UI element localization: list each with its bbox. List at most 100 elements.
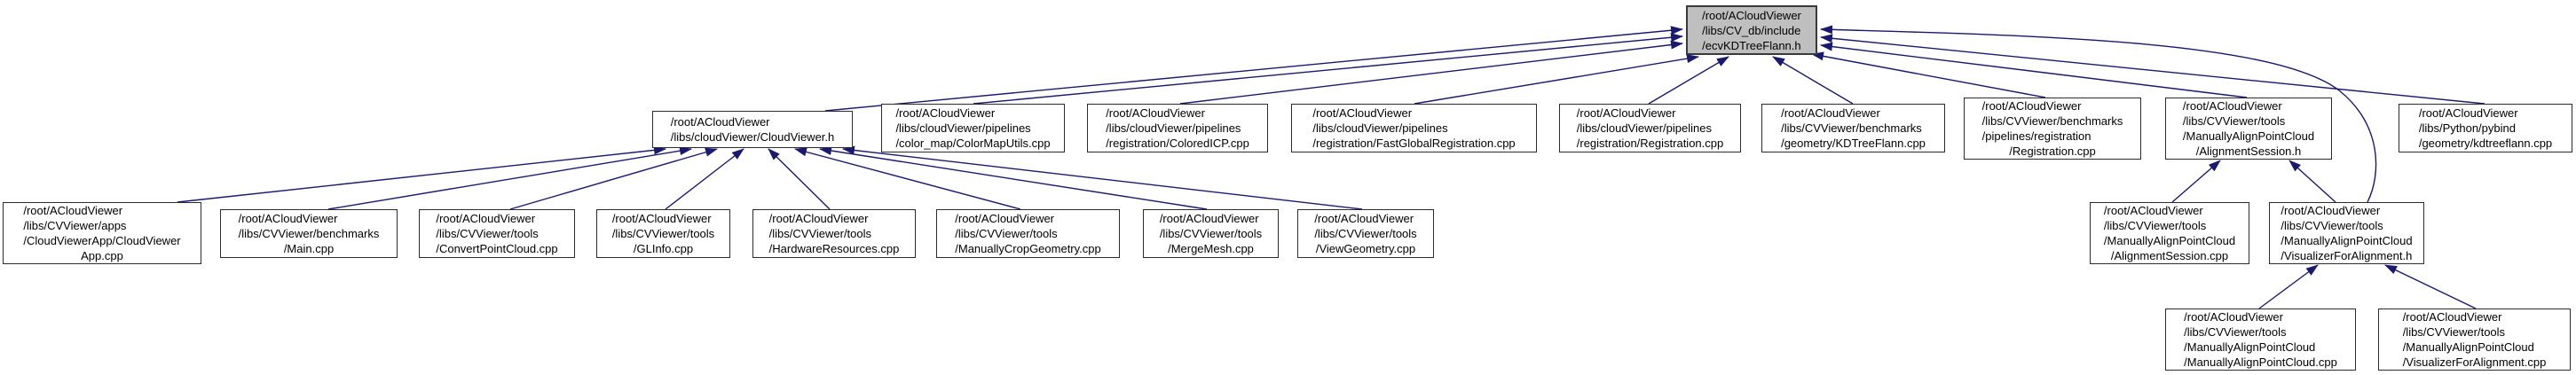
edge-convertpointcloud-cpp--cloudviewer-h — [509, 147, 718, 210]
node-label-line: /ManuallyCropGeometry.cpp — [955, 242, 1101, 255]
node-label-line: /root/ACloudViewer — [1781, 106, 1880, 120]
node-label-line: App.cpp — [81, 249, 123, 262]
node-label-line: /GLInfo.cpp — [633, 242, 694, 255]
node-label-line: /root/ACloudViewer — [2182, 99, 2282, 113]
node-label-line: /libs/CVViewer/apps — [23, 219, 127, 232]
node-label-line: /libs/CVViewer/benchmarks — [238, 227, 380, 240]
node-label-line: /VisualizerForAlignment.cpp — [2402, 355, 2547, 369]
node-label-line: /libs/cloudViewer/CloudViewer.h — [670, 130, 835, 144]
edge-visualizerforalignment-h--ecvkdtreeflann-h — [1820, 25, 2377, 203]
edge-kdtreeflann-cpp-benchmarks--ecvkdtreeflann-h — [1772, 56, 1854, 105]
edge-visualizerforalignment-cpp--visualizerforalignment-h — [2384, 264, 2477, 309]
node-label-line: /libs/cloudViewer/pipelines — [1312, 121, 1448, 135]
node-label-line: /root/ACloudViewer — [1159, 212, 1259, 225]
node-label-line: /root/ACloudViewer — [2418, 106, 2518, 120]
graph-node-hardwareresources-cpp[interactable]: /root/ACloudViewer/libs/CVViewer/tools/H… — [752, 209, 916, 258]
node-label-line: /ManuallyAlignPointCloud — [2402, 340, 2534, 354]
node-label-line: /root/ACloudViewer — [436, 212, 536, 225]
graph-node-cloudviewerapp-cpp[interactable]: /root/ACloudViewer/libs/CVViewer/apps/Cl… — [3, 202, 201, 264]
node-label: /root/ACloudViewer/libs/cloudViewer/pipe… — [1577, 105, 1723, 151]
graph-node-manuallyalignpointcloud-cpp[interactable]: /root/ACloudViewer/libs/CVViewer/tools/M… — [2165, 309, 2356, 371]
node-label: /root/ACloudViewer/libs/cloudViewer/Clou… — [671, 114, 835, 145]
graph-node-pybind-kdtreeflann-cpp[interactable]: /root/ACloudViewer/libs/Python/pybind/ge… — [2399, 104, 2572, 152]
node-label-line: /libs/CV_db/include — [1702, 23, 1801, 37]
graph-node-visualizerforalignment-cpp[interactable]: /root/ACloudViewer/libs/CVViewer/tools/M… — [2378, 309, 2571, 371]
node-label-line: /pipelines/registration — [1981, 129, 2092, 143]
node-label-line: /ManuallyAlignPointCloud — [2184, 340, 2316, 354]
node-label-line: /libs/CVViewer/tools — [1159, 227, 1263, 240]
node-label-line: /MergeMesh.cpp — [1168, 242, 1254, 255]
node-label: /root/ACloudViewer/libs/CVViewer/tools/V… — [1314, 211, 1416, 256]
graph-node-alignmentsession-h[interactable]: /root/ACloudViewer/libs/CVViewer/tools/M… — [2165, 98, 2332, 160]
node-label: /root/ACloudViewer/libs/CVViewer/apps/Cl… — [23, 203, 180, 263]
node-label: /root/ACloudViewer/libs/CVViewer/benchma… — [239, 211, 380, 256]
node-label-line: /libs/cloudViewer/pipelines — [1106, 121, 1241, 135]
graph-node-glinfo-cpp[interactable]: /root/ACloudViewer/libs/CVViewer/tools/G… — [596, 209, 730, 258]
node-label-line: /root/ACloudViewer — [1312, 106, 1413, 120]
node-label-line: /geometry/KDTreeFlann.cpp — [1781, 137, 1926, 150]
node-label: /root/ACloudViewer/libs/CVViewer/benchma… — [1781, 105, 1926, 151]
node-label-line: /ManuallyAlignPointCloud — [2281, 234, 2413, 247]
node-label-line: /libs/CVViewer/benchmarks — [1981, 114, 2123, 128]
node-label-line: /root/ACloudViewer — [768, 212, 869, 225]
node-label-line: /root/ACloudViewer — [2103, 204, 2203, 217]
edge-benchmarks-registration-cpp--ecvkdtreeflann-h — [1811, 51, 2046, 98]
graph-node-cloudviewer-h[interactable]: /root/ACloudViewer/libs/cloudViewer/Clou… — [652, 111, 853, 148]
graph-node-viewgeometry-cpp[interactable]: /root/ACloudViewer/libs/CVViewer/tools/V… — [1297, 209, 1434, 258]
node-label-line: /root/ACloudViewer — [895, 106, 996, 120]
node-label-line: /libs/CVViewer/tools — [955, 227, 1058, 240]
graph-node-ecvkdtreeflann-h[interactable]: /root/ACloudViewer/libs/CV_db/include/ec… — [1686, 5, 1817, 55]
node-label: /root/ACloudViewer/libs/CVViewer/tools/C… — [436, 211, 557, 256]
graph-node-benchmarks-registration-cpp[interactable]: /root/ACloudViewer/libs/CVViewer/benchma… — [1964, 98, 2141, 160]
node-label: /root/ACloudViewer/libs/cloudViewer/pipe… — [1312, 105, 1515, 151]
node-label-line: /registration/FastGlobalRegistration.cpp — [1312, 137, 1516, 150]
node-label-line: /libs/Python/pybind — [2418, 121, 2516, 135]
edge-alignmentsession-h--ecvkdtreeflann-h — [1820, 42, 2248, 98]
node-label-line: /root/ACloudViewer — [1106, 106, 1205, 120]
graph-node-colormaputils-cpp[interactable]: /root/ACloudViewer/libs/cloudViewer/pipe… — [881, 104, 1065, 152]
graph-node-coloredicp-cpp[interactable]: /root/ACloudViewer/libs/cloudViewer/pipe… — [1087, 104, 1268, 152]
graph-node-main-cpp[interactable]: /root/ACloudViewer/libs/CVViewer/benchma… — [220, 209, 398, 258]
node-label-line: /ConvertPointCloud.cpp — [436, 242, 558, 255]
edge-manuallycropgeometry-cpp--cloudviewer-h — [794, 147, 1021, 210]
node-label-line: /HardwareResources.cpp — [768, 242, 900, 255]
node-label: /root/ACloudViewer/libs/CVViewer/tools/H… — [769, 211, 900, 256]
node-label-line: /libs/CVViewer/tools — [1314, 227, 1417, 240]
node-label-line: /libs/CVViewer/tools — [2402, 325, 2506, 339]
node-label: /root/ACloudViewer/libs/CVViewer/tools/G… — [612, 211, 714, 256]
node-label-line: /libs/CVViewer/tools — [2182, 114, 2286, 128]
node-label-line: /ecvKDTreeFlann.h — [1702, 38, 1801, 52]
node-label-line: /libs/CVViewer/tools — [2103, 219, 2207, 232]
node-label: /root/ACloudViewer/libs/CVViewer/tools/M… — [955, 211, 1101, 256]
node-label: /root/ACloudViewer/libs/CVViewer/tools/M… — [2403, 309, 2547, 370]
node-label-line: /root/ACloudViewer — [2184, 310, 2283, 324]
node-label: /root/ACloudViewer/libs/CVViewer/tools/M… — [2184, 309, 2337, 370]
node-label: /root/ACloudViewer/libs/Python/pybind/ge… — [2419, 105, 2552, 151]
graph-node-kdtreeflann-cpp-benchmarks[interactable]: /root/ACloudViewer/libs/CVViewer/benchma… — [1761, 104, 1945, 152]
node-label-line: /AlignmentSession.cpp — [2110, 249, 2229, 262]
node-label-line: /registration/ColoredICP.cpp — [1106, 137, 1249, 150]
node-label-line: /root/ACloudViewer — [955, 212, 1055, 225]
node-label-line: /ManuallyAlignPointCloud — [2182, 129, 2315, 143]
node-label-line: /libs/CVViewer/tools — [2281, 219, 2383, 232]
graph-node-fastglobalregistration-cpp[interactable]: /root/ACloudViewer/libs/cloudViewer/pipe… — [1291, 104, 1537, 152]
node-label-line: /root/ACloudViewer — [238, 212, 338, 225]
edge-mergemesh-cpp--cloudviewer-h — [819, 146, 1208, 210]
graph-node-alignmentsession-cpp[interactable]: /root/ACloudViewer/libs/CVViewer/tools/M… — [2090, 202, 2249, 264]
node-label-line: /root/ACloudViewer — [23, 204, 123, 217]
node-label-line: /libs/cloudViewer/pipelines — [1576, 121, 1712, 135]
node-label-line: /libs/CVViewer/tools — [768, 227, 872, 240]
node-label-line: /libs/CVViewer/tools — [436, 227, 539, 240]
node-label-line: /root/ACloudViewer — [2281, 204, 2381, 217]
node-label: /root/ACloudViewer/libs/CVViewer/benchma… — [1982, 98, 2123, 159]
edge-alignmentsession-cpp--alignmentsession-h — [2171, 160, 2221, 203]
graph-node-convertpointcloud-cpp[interactable]: /root/ACloudViewer/libs/CVViewer/tools/C… — [419, 209, 575, 258]
edge-visualizerforalignment-h--alignmentsession-h — [2288, 160, 2336, 203]
graph-node-registration-cpp[interactable]: /root/ACloudViewer/libs/cloudViewer/pipe… — [1559, 104, 1741, 152]
node-label-line: /root/ACloudViewer — [1314, 212, 1414, 225]
graph-node-manuallycropgeometry-cpp[interactable]: /root/ACloudViewer/libs/CVViewer/tools/M… — [936, 209, 1120, 258]
graph-node-visualizerforalignment-h[interactable]: /root/ACloudViewer/libs/CVViewer/tools/M… — [2269, 202, 2424, 264]
graph-node-mergemesh-cpp[interactable]: /root/ACloudViewer/libs/CVViewer/tools/M… — [1143, 209, 1279, 258]
node-label-line: /AlignmentSession.h — [2195, 145, 2302, 158]
node-label: /root/ACloudViewer/libs/CVViewer/tools/M… — [1160, 211, 1262, 256]
